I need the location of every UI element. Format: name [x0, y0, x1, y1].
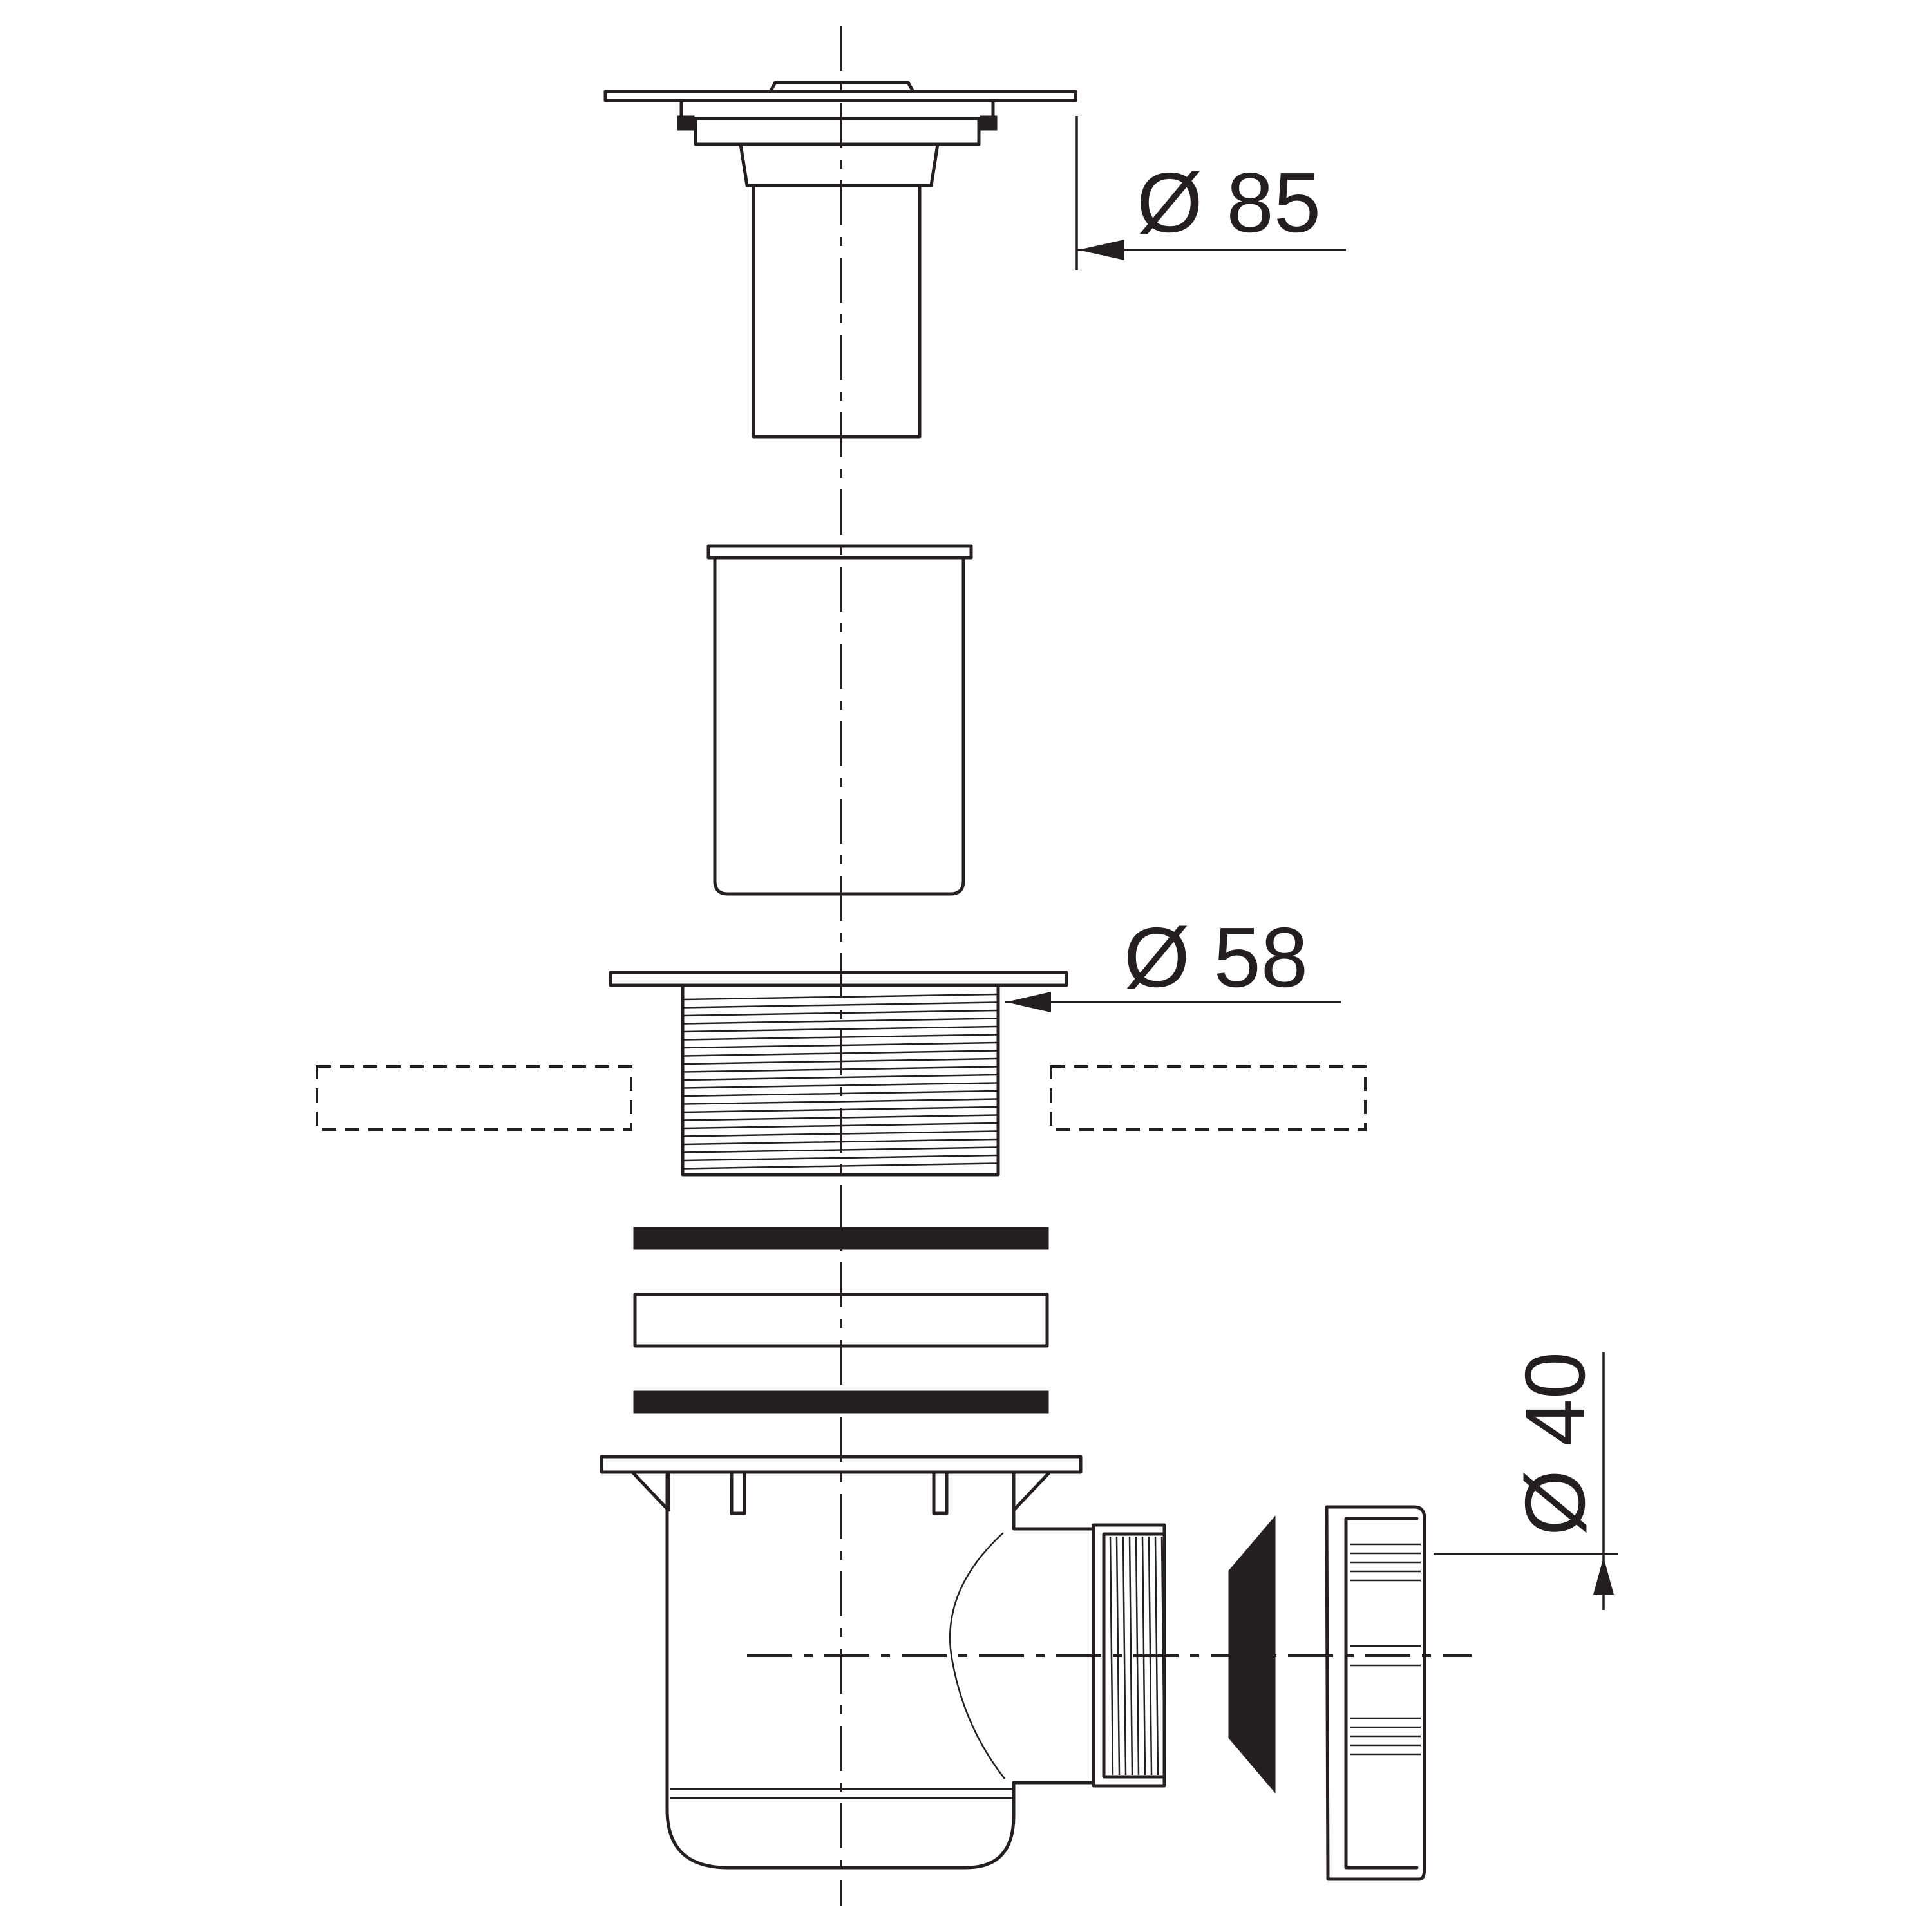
diameter-85-label: Ø 85 [1137, 155, 1321, 250]
thread-line [683, 993, 998, 1001]
thread-line [683, 1041, 998, 1049]
thread-line [683, 1025, 998, 1033]
thread-line [683, 1009, 998, 1017]
bell-cup [706, 544, 973, 896]
thread-line [683, 1098, 998, 1105]
lower-gasket [633, 1390, 1049, 1414]
thread-line [683, 1001, 998, 1009]
trap-body [600, 1455, 1095, 1870]
thread-line [1128, 1536, 1133, 1776]
thread-line [683, 1050, 998, 1057]
thread-line [1160, 1536, 1166, 1776]
union-nut [1325, 1505, 1426, 1881]
thread-line [683, 1162, 998, 1170]
thread-line [683, 1082, 998, 1089]
thread-line [683, 1130, 998, 1137]
threaded-collar [609, 971, 1068, 1177]
thread-line [683, 1138, 998, 1146]
floor-outline-left [316, 1065, 632, 1131]
thread-line [683, 1057, 998, 1065]
thread-line [683, 1090, 998, 1097]
diameter-40-dimension: Ø 40 [1434, 1352, 1618, 1610]
outlet-threads [1109, 1536, 1166, 1776]
thread-line [1115, 1536, 1121, 1776]
floor-outline-right [1050, 1065, 1367, 1131]
thread-line [1109, 1536, 1114, 1776]
drain-grate [603, 80, 1077, 439]
upper-gasket [633, 1227, 1049, 1250]
thread-line [683, 1122, 998, 1130]
thread-line [683, 1066, 998, 1073]
thread-line [683, 1114, 998, 1121]
thread-line [683, 1074, 998, 1081]
thread-line [683, 1106, 998, 1113]
diameter-85-dimension: Ø 85 [1075, 116, 1346, 270]
nut-grips [1350, 1543, 1421, 1756]
thread-line [683, 1146, 998, 1153]
diameter-58-dimension: Ø 58 [1005, 910, 1341, 1012]
thread-line [1135, 1536, 1140, 1776]
thread-line [683, 1018, 998, 1025]
thread-line [683, 1034, 998, 1041]
thread-line [1148, 1536, 1153, 1776]
thread-line [1141, 1536, 1146, 1776]
collar-threads [683, 993, 998, 1170]
thread-line [683, 1154, 998, 1162]
outlet-thread [1092, 1523, 1166, 1788]
cone-seal [1228, 1515, 1276, 1794]
spacer-ring [633, 1293, 1049, 1348]
thread-line [1122, 1536, 1127, 1776]
diameter-40-label: Ø 40 [1508, 1352, 1602, 1536]
diameter-58-label: Ø 58 [1124, 910, 1308, 1005]
thread-line [1154, 1536, 1159, 1776]
